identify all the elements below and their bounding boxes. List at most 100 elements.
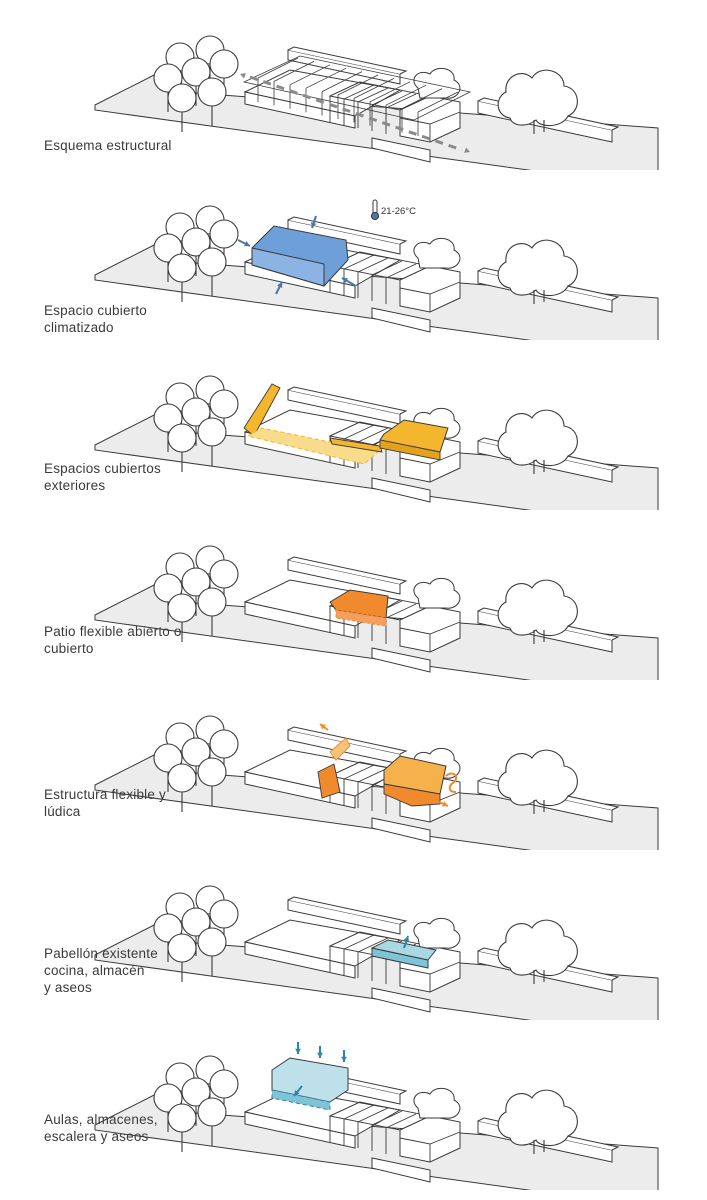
exterior-right-front (379, 439, 441, 461)
climate-block-front (251, 247, 325, 287)
tree-3 (153, 573, 183, 603)
panel-drawing-group (94, 715, 659, 869)
panel-drawing-group (94, 35, 659, 189)
right-tree (497, 409, 578, 467)
caption-line: Espacios cubiertos (44, 461, 161, 476)
front-box (371, 307, 431, 333)
panel-drawing: 21-26°C (94, 199, 659, 359)
patio-frame-4 (371, 260, 403, 301)
rear-canopy (287, 559, 401, 595)
patio-frame-4 (371, 1110, 403, 1151)
axis-arrow-right (464, 147, 470, 153)
rear-canopy-top (287, 896, 408, 925)
tree-7 (197, 927, 227, 957)
tree-6 (167, 593, 197, 623)
classroom-arrow-1-head (295, 1048, 301, 1054)
structure-frame-7 (353, 78, 395, 123)
climate-arrow-right-head (342, 278, 348, 284)
patio-frame-2 (343, 1104, 375, 1145)
playful-left-ladder (329, 737, 351, 761)
patio-frame-2 (343, 764, 375, 805)
front-box (371, 137, 431, 163)
tree-6 (167, 763, 197, 793)
pavilion-tree (413, 577, 461, 609)
classroom-front (271, 1089, 331, 1111)
panel-drawing (94, 545, 659, 699)
tree-3 (153, 63, 183, 93)
pavilion-tree (413, 237, 461, 269)
front-box (371, 647, 431, 673)
tree-3 (153, 913, 183, 943)
right-pavilion-grid (399, 281, 461, 312)
panel-caption: Aulas, almacenes,escalera y aseos (44, 1111, 158, 1145)
panel-drawing-group (94, 375, 659, 529)
right-tree (497, 919, 578, 977)
right-tree-trunk (533, 120, 545, 134)
patio-frame-5 (385, 263, 417, 304)
panel-drawing (94, 885, 659, 1039)
caption-line: Estructura flexible y (44, 787, 166, 802)
right-tree-trunk (533, 1140, 545, 1154)
caption-line: cocina, almacén (44, 963, 145, 978)
exterior-left-wall (243, 383, 281, 437)
rear-canopy-top (287, 216, 408, 245)
climate-arrow-left-head (244, 241, 250, 247)
classroom-arrow-2-head (317, 1052, 323, 1058)
rear-canopy (287, 219, 401, 255)
patio-frame-3 (357, 257, 389, 298)
classroom-arrow-down-head (294, 1090, 300, 1096)
left-block-front (244, 601, 356, 639)
tree-3 (153, 743, 183, 773)
playful-arrow-right-head (442, 801, 448, 807)
tree-4 (181, 397, 211, 427)
tree-7 (197, 247, 227, 277)
classroom-arrow-3-head (341, 1056, 347, 1062)
rear-canopy (287, 899, 401, 935)
panel-drawing-group: 21-26°C (94, 199, 659, 359)
left-block-front (244, 91, 356, 129)
thermometer-label: 21-26°C (381, 206, 416, 217)
playful-swirl (445, 772, 458, 793)
panel-flexible-patio: Patio flexible abierto o cubierto (0, 510, 707, 699)
tree-6 (167, 83, 197, 113)
panel-drawing (94, 375, 659, 529)
caption-line: cubierto (44, 641, 94, 656)
structure-frame-3 (289, 64, 331, 109)
right-pavilion-grid (399, 451, 461, 482)
right-tree-trunk (533, 290, 545, 304)
caption-line: Patio flexible abierto o (44, 624, 182, 639)
right-tree-trunk (533, 970, 545, 984)
tree-3 (153, 1083, 183, 1113)
rear-canopy (287, 49, 401, 85)
caption-line: y aseos (44, 980, 92, 995)
thermometer-bulb (370, 211, 380, 221)
right-pavilion-grid (399, 1131, 461, 1162)
panel-classrooms: Aulas, almacenes,escalera y aseos (0, 1020, 707, 1200)
tree-3 (153, 233, 183, 263)
tree-7 (197, 1097, 227, 1127)
exterior-patio-band (329, 437, 383, 453)
panel-drawing (94, 1042, 659, 1200)
structure-frame-6 (337, 74, 379, 119)
right-pavilion-grid (399, 961, 461, 992)
patio-floor (335, 609, 387, 627)
right-tree-trunk (533, 460, 545, 474)
patio-frame-2 (343, 84, 375, 125)
pavilion-arrow-head (403, 936, 410, 942)
panel-drawing-group (94, 885, 659, 1039)
tree-6 (167, 933, 197, 963)
panel-structural: Esquema estructural (0, 0, 707, 189)
right-tree-trunk (533, 630, 545, 644)
patio-frame-5 (385, 1113, 417, 1154)
structure-frame-11 (417, 91, 459, 136)
playful-right-cells (383, 783, 441, 807)
tree-7 (197, 417, 227, 447)
panel-drawing (94, 35, 659, 189)
caption-line: climatizado (44, 320, 114, 335)
tree-4 (181, 57, 211, 87)
